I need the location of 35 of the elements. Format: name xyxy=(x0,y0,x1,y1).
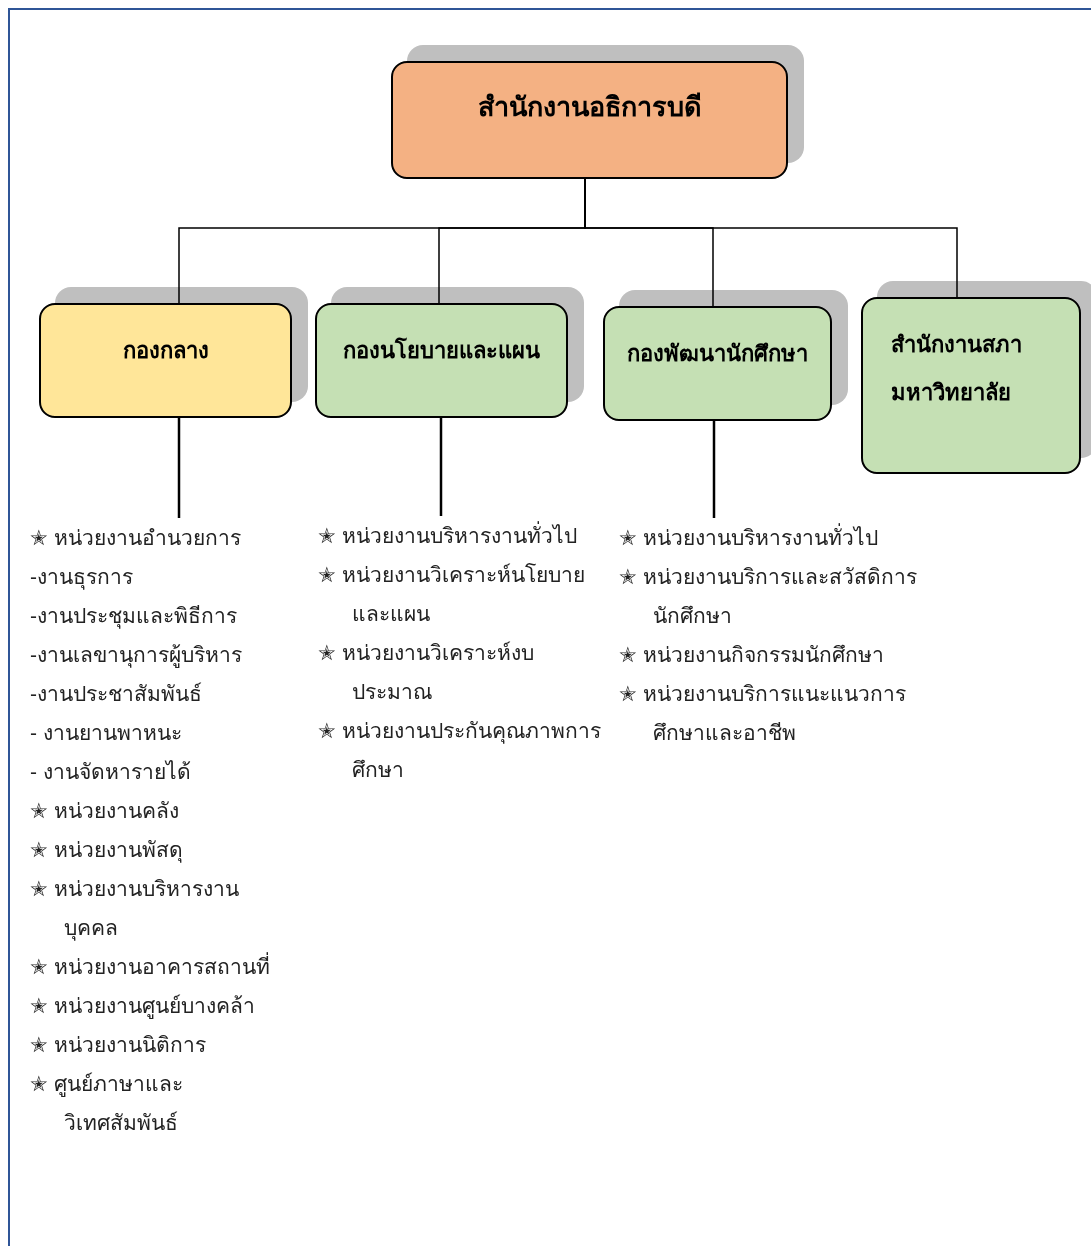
unit-list-item: -งานประชุมและพิธีการ xyxy=(30,603,238,631)
unit-title: สำนักงานสภามหาวิทยาลัย xyxy=(891,331,1023,407)
unit-title: กองพัฒนานักศึกษา xyxy=(627,340,808,368)
unit-list-item: ✭ หน่วยงานบริการและสวัสดิการนักศึกษา xyxy=(619,564,918,629)
unit-list-item: ✭ หน่วยงานนิติการ xyxy=(30,1032,207,1058)
unit-list-item: - งานยานพาหนะ xyxy=(30,720,183,746)
unit-title: สำนักงานอธิการบดี xyxy=(477,91,702,124)
unit-list-item: ✭ หน่วยงานกิจกรรมนักศึกษา xyxy=(619,642,885,668)
unit-list-item: ✭ หน่วยงานบริหารงานบุคคล xyxy=(30,876,240,943)
unit-list-item: ✭ หน่วยงานพัสดุ xyxy=(30,837,184,865)
unit-list-item: ✭ หน่วยงานคลัง xyxy=(30,798,180,824)
connector-line xyxy=(712,421,716,518)
org-unit-box xyxy=(39,303,292,418)
org-unit-box xyxy=(603,306,832,421)
connector-line xyxy=(439,418,443,516)
unit-list-item: -งานประชาสัมพันธ์ xyxy=(30,681,203,707)
connector-line xyxy=(177,418,181,518)
unit-list-item: ✭ หน่วยงานวิเคราะห์นโยบายและแผน xyxy=(318,562,586,627)
unit-list-item: ✭ หน่วยงานอาคารสถานที่ xyxy=(30,947,292,986)
unit-list-item: ✭ หน่วยงานประกันคุณภาพการศึกษา xyxy=(318,718,602,783)
unit-list-item: ✭ หน่วยงานบริหารงานทั่วไป xyxy=(619,518,919,557)
unit-list-item: -งานธุรการ xyxy=(30,564,134,592)
unit-list-item: -งานเลขานุการผู้บริหาร xyxy=(30,642,243,670)
unit-list-item: ✭ หน่วยงานบริการแนะแนวการศึกษาและอาชีพ xyxy=(619,681,907,746)
unit-title: กองนโยบายและแผน xyxy=(343,336,540,365)
unit-list-item: - งานจัดหารายได้ xyxy=(30,759,192,785)
unit-title: กองกลาง xyxy=(122,337,209,365)
unit-list-item: ✭ ศูนย์ภาษาและวิเทศสัมพันธ์ xyxy=(30,1071,184,1136)
unit-list-item: ✭ หน่วยงานศูนย์บางคล้า xyxy=(30,993,256,1021)
org-unit-box xyxy=(315,303,568,418)
unit-list-item: ✭ หน่วยงานอำนวยการ xyxy=(30,525,242,551)
org-unit-box xyxy=(391,61,788,179)
unit-list-item: ✭ หน่วยงานวิเคราะห์งบประมาณ xyxy=(318,640,535,705)
org-unit-box xyxy=(861,297,1081,474)
unit-list-item: ✭ หน่วยงานบริหารงานทั่วไป xyxy=(318,516,604,555)
